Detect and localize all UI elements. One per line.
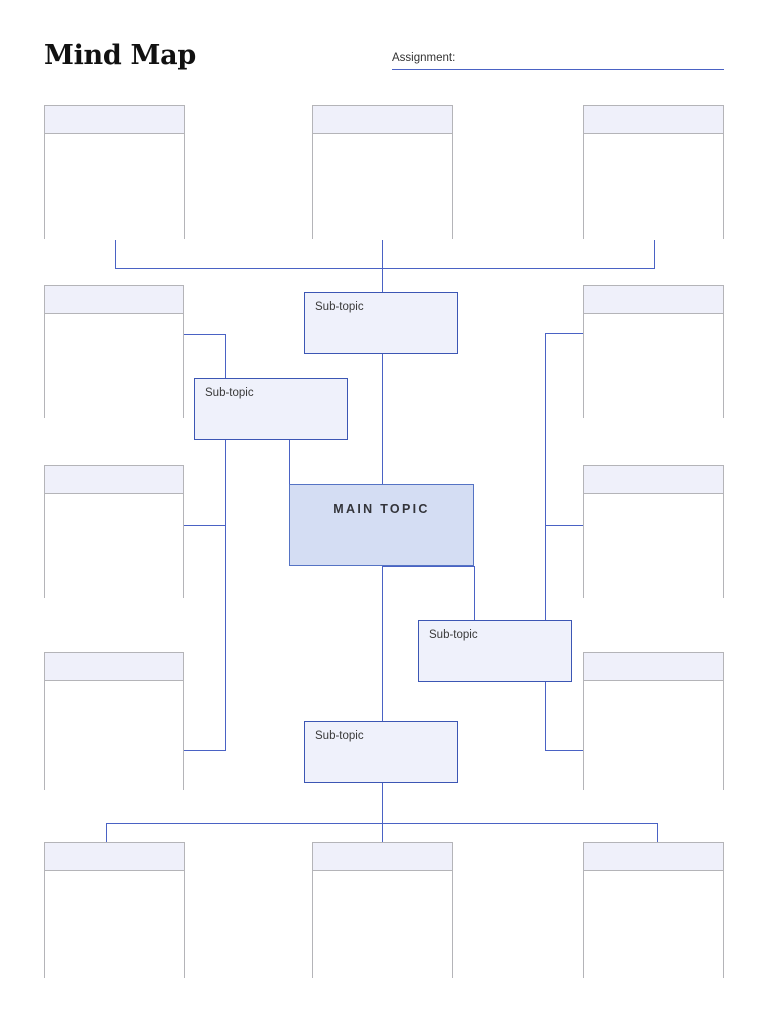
detail-box-right-1[interactable] bbox=[583, 285, 724, 418]
connector-bottom-2-drop bbox=[382, 823, 383, 843]
subtopic-label: Sub-topic bbox=[315, 730, 364, 742]
connector-top-2-drop bbox=[382, 240, 383, 268]
detail-box-left-1[interactable] bbox=[44, 285, 184, 418]
connector-left-trunk-lower bbox=[225, 440, 226, 750]
detail-box-body[interactable] bbox=[45, 681, 183, 790]
connector-bottom-3-drop bbox=[657, 823, 658, 843]
detail-box-body[interactable] bbox=[45, 871, 184, 978]
detail-box-header[interactable] bbox=[584, 843, 723, 871]
detail-box-bottom-1[interactable] bbox=[44, 842, 185, 978]
detail-box-header[interactable] bbox=[313, 843, 452, 871]
subtopic-label: Sub-topic bbox=[315, 301, 364, 313]
connector-right-3-stub bbox=[545, 750, 584, 751]
subtopic-box-bottom[interactable]: Sub-topic bbox=[304, 721, 458, 783]
detail-box-bottom-3[interactable] bbox=[583, 842, 724, 978]
connector-right-trunk-lower bbox=[545, 681, 546, 750]
detail-box-header[interactable] bbox=[313, 106, 452, 134]
detail-box-header[interactable] bbox=[45, 843, 184, 871]
connector-left-sub-to-main bbox=[289, 440, 290, 485]
detail-box-bottom-2[interactable] bbox=[312, 842, 453, 978]
connector-spine-lower bbox=[382, 566, 383, 722]
detail-box-right-2[interactable] bbox=[583, 465, 724, 598]
connector-right-2-stub bbox=[545, 525, 584, 526]
subtopic-box-right[interactable]: Sub-topic bbox=[418, 620, 572, 682]
connector-right-1-stub bbox=[545, 333, 584, 334]
detail-box-header[interactable] bbox=[45, 466, 183, 494]
detail-box-top-3[interactable] bbox=[583, 105, 724, 239]
connector-top-busbar bbox=[115, 268, 655, 269]
detail-box-body[interactable] bbox=[45, 314, 183, 418]
main-topic-label: MAIN TOPIC bbox=[333, 502, 430, 516]
assignment-label: Assignment: bbox=[392, 52, 456, 64]
connector-left-1-stub bbox=[183, 334, 226, 335]
assignment-input-line[interactable] bbox=[392, 69, 724, 70]
connector-top-to-subtopic bbox=[382, 268, 383, 292]
detail-box-header[interactable] bbox=[584, 466, 723, 494]
main-topic-box[interactable]: MAIN TOPIC bbox=[289, 484, 474, 566]
assignment-field-group: Assignment: bbox=[392, 48, 724, 66]
detail-box-top-2[interactable] bbox=[312, 105, 453, 239]
connector-top-3-drop bbox=[654, 240, 655, 268]
connector-right-trunk-upper bbox=[545, 333, 546, 621]
connector-top-1-drop bbox=[115, 240, 116, 268]
subtopic-box-left[interactable]: Sub-topic bbox=[194, 378, 348, 440]
connector-left-2-stub bbox=[183, 525, 226, 526]
detail-box-body[interactable] bbox=[584, 134, 723, 239]
detail-box-header[interactable] bbox=[45, 106, 184, 134]
connector-left-trunk-upper bbox=[225, 334, 226, 379]
detail-box-body[interactable] bbox=[313, 871, 452, 978]
subtopic-box-top[interactable]: Sub-topic bbox=[304, 292, 458, 354]
detail-box-body[interactable] bbox=[584, 494, 723, 598]
detail-box-body[interactable] bbox=[313, 134, 452, 239]
connector-spine-upper bbox=[382, 354, 383, 485]
page-title: Mind Map bbox=[44, 40, 196, 71]
subtopic-label: Sub-topic bbox=[429, 629, 478, 641]
detail-box-top-1[interactable] bbox=[44, 105, 185, 239]
connector-left-3-stub bbox=[183, 750, 226, 751]
detail-box-header[interactable] bbox=[584, 653, 723, 681]
connector-bottom-from-subtopic bbox=[382, 783, 383, 823]
connector-right-sub-to-main bbox=[474, 566, 475, 622]
detail-box-header[interactable] bbox=[45, 653, 183, 681]
detail-box-right-3[interactable] bbox=[583, 652, 724, 790]
detail-box-body[interactable] bbox=[584, 681, 723, 790]
connector-bottom-1-drop bbox=[106, 823, 107, 843]
detail-box-header[interactable] bbox=[584, 286, 723, 314]
detail-box-body[interactable] bbox=[45, 134, 184, 239]
detail-box-left-3[interactable] bbox=[44, 652, 184, 790]
detail-box-header[interactable] bbox=[45, 286, 183, 314]
detail-box-left-2[interactable] bbox=[44, 465, 184, 598]
detail-box-body[interactable] bbox=[584, 314, 723, 418]
connector-main-to-right-sub bbox=[382, 566, 475, 567]
detail-box-body[interactable] bbox=[45, 494, 183, 598]
subtopic-label: Sub-topic bbox=[205, 387, 254, 399]
detail-box-header[interactable] bbox=[584, 106, 723, 134]
detail-box-body[interactable] bbox=[584, 871, 723, 978]
